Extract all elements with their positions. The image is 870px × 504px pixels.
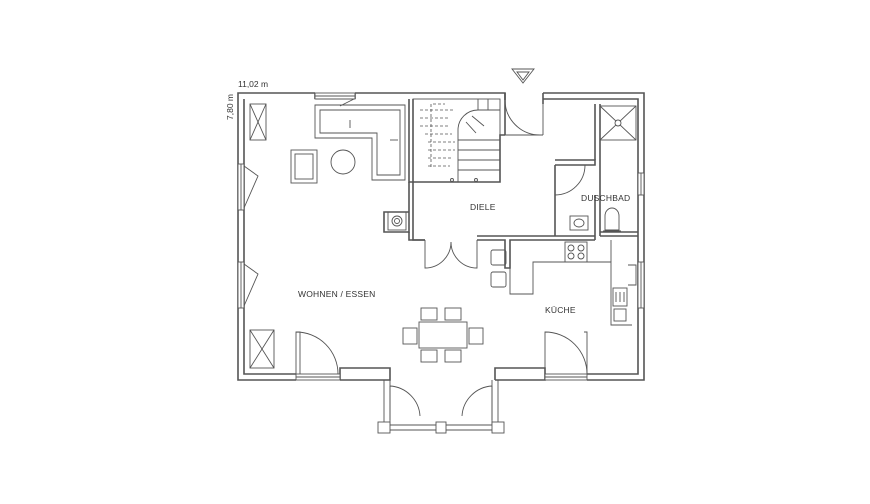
staircase <box>412 98 501 183</box>
room-label-living: WOHNEN / ESSEN <box>298 289 375 299</box>
hall-stools <box>490 249 507 288</box>
dining-table <box>402 307 484 363</box>
bay-window <box>377 380 505 434</box>
entrance-marker <box>511 68 535 84</box>
room-label-shower: DUSCHBAD <box>581 193 630 203</box>
height-dimension-label: 7,80 m <box>225 94 235 120</box>
doors <box>295 99 588 420</box>
kitchen-counter <box>509 240 637 326</box>
shower-room-fixtures <box>569 105 637 232</box>
living-furniture <box>290 104 407 231</box>
room-label-kitchen: KÜCHE <box>545 305 576 315</box>
cabinets <box>249 103 275 369</box>
width-dimension-label: 11,02 m <box>238 79 268 89</box>
room-label-hall: DIELE <box>470 202 496 212</box>
windows <box>237 92 645 381</box>
